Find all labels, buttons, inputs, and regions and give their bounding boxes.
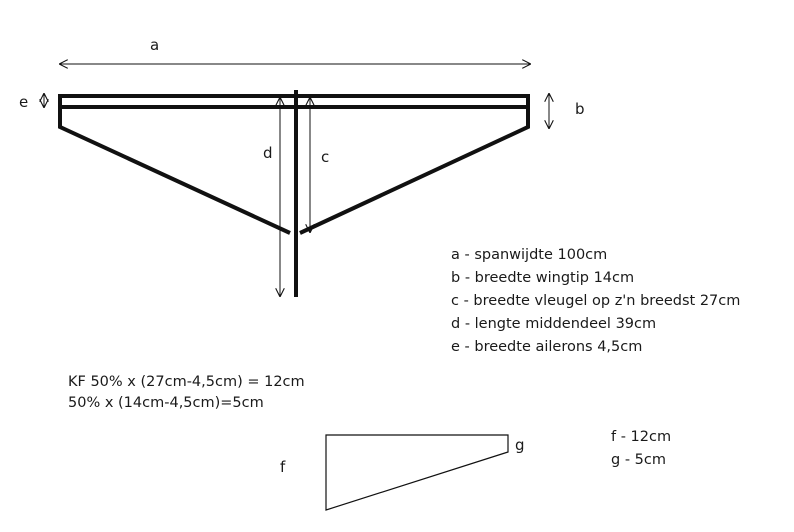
- calculation-line: 50% x (14cm-4,5cm)=5cm: [68, 395, 264, 411]
- label-d: d: [263, 144, 273, 162]
- fold-legend: f - 12cm g - 5cm: [611, 426, 671, 472]
- label-f: f: [280, 458, 286, 476]
- legend-item: d - lengte middendeel 39cm: [451, 316, 657, 332]
- wing-right-outline: [299, 107, 530, 235]
- fold-legend-item: f - 12cm: [611, 429, 672, 445]
- label-a: a: [150, 36, 160, 54]
- legend-item: c - breedte vleugel op z'n breedst 27cm: [451, 293, 741, 309]
- label-e: e: [19, 93, 29, 111]
- label-c: c: [321, 148, 330, 166]
- legend-item: b - breedte wingtip 14cm: [451, 270, 635, 286]
- fold-legend-item: g - 5cm: [611, 452, 666, 468]
- wing-left-outline: [58, 107, 291, 235]
- dimension-legend: a - spanwijdte 100cm b - breedte wingtip…: [451, 244, 740, 359]
- label-g: g: [515, 436, 525, 454]
- calculation-notes: KF 50% x (27cm-4,5cm) = 12cm 50% x (14cm…: [68, 372, 305, 414]
- calculation-line: KF 50% x (27cm-4,5cm) = 12cm: [68, 374, 305, 390]
- fold-triangle: [325, 434, 509, 511]
- legend-item: a - spanwijdte 100cm: [451, 247, 608, 263]
- legend-item: e - breedte ailerons 4,5cm: [451, 339, 643, 355]
- label-b: b: [575, 100, 585, 118]
